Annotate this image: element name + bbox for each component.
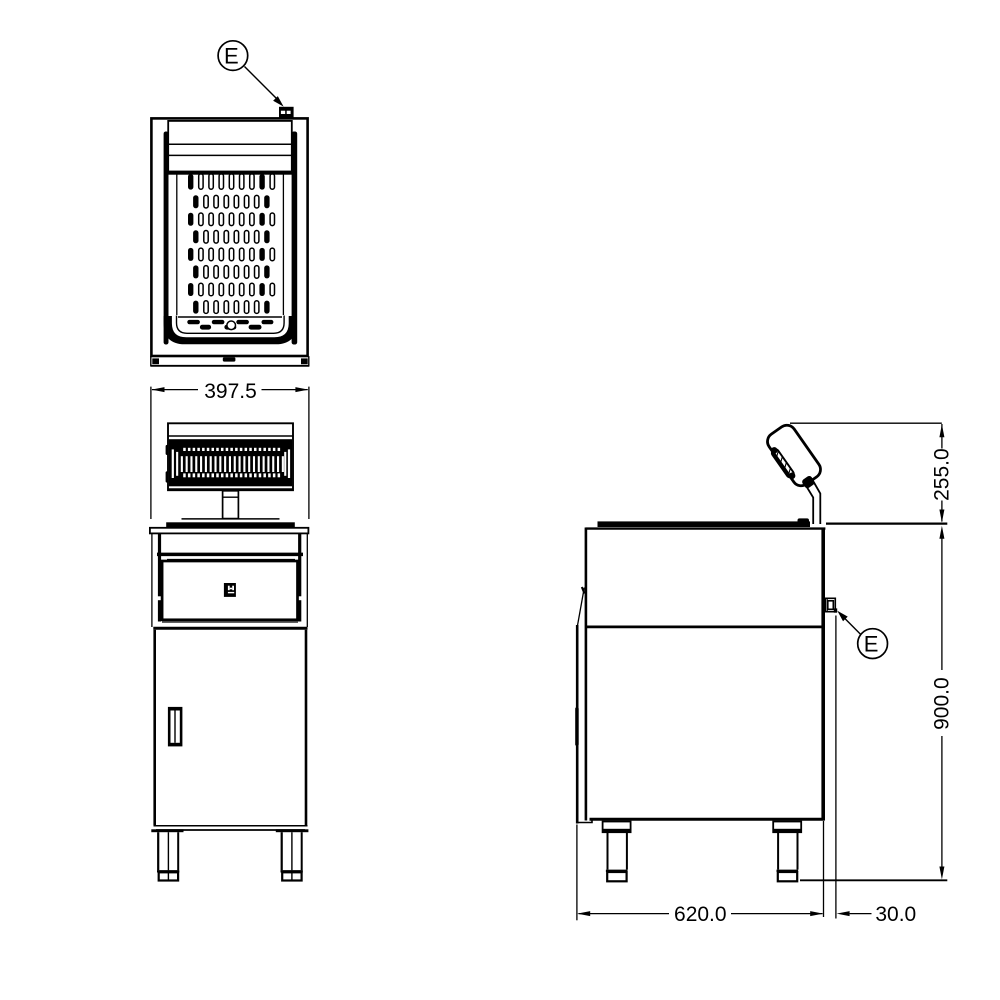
svg-text:397.5: 397.5 <box>204 380 257 403</box>
svg-text:255.0: 255.0 <box>931 448 954 501</box>
svg-text:30.0: 30.0 <box>875 903 916 926</box>
svg-text:E: E <box>224 44 239 69</box>
svg-text:900.0: 900.0 <box>931 677 954 730</box>
svg-text:E: E <box>864 632 879 657</box>
svg-text:620.0: 620.0 <box>674 903 727 926</box>
